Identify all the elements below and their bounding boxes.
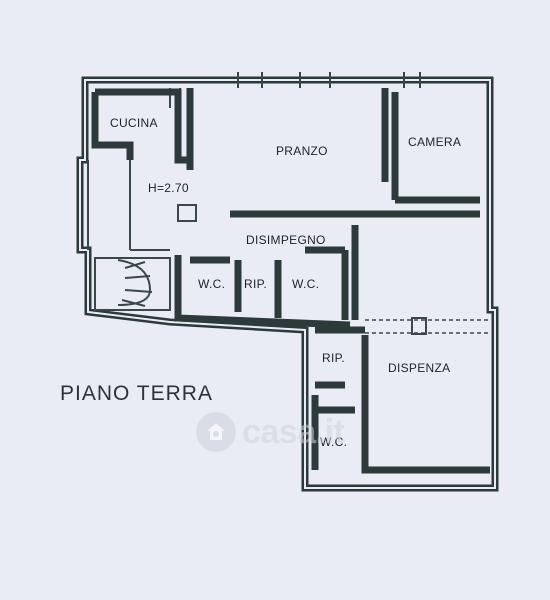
pillar	[177, 204, 197, 222]
label-wc-2: W.C.	[292, 277, 319, 291]
label-dispenza: DISPENZA	[388, 361, 450, 375]
label-disimpegno: DISIMPEGNO	[246, 233, 326, 247]
watermark-text: casa.it	[242, 412, 345, 451]
label-wc-1: W.C.	[198, 277, 225, 291]
floor-title: PIANO TERRA	[60, 382, 213, 405]
label-pranzo: PRANZO	[276, 144, 328, 158]
label-wc-3: W.C.	[320, 435, 347, 449]
label-cucina: CUCINA	[110, 116, 158, 130]
staircase	[94, 257, 171, 311]
door-dispenza	[411, 317, 427, 335]
label-rip-1: RIP.	[244, 277, 267, 291]
wall-dispenza	[311, 225, 490, 474]
label-camera: CAMERA	[408, 135, 461, 149]
wall-wc-block	[174, 246, 351, 329]
watermark: casa.it	[196, 412, 345, 452]
wall-cucina	[91, 88, 190, 164]
wall-stair	[87, 160, 170, 251]
passage-dashed	[365, 319, 490, 334]
label-rip-2: RIP.	[322, 351, 345, 365]
label-height: H=2.70	[148, 181, 189, 195]
wall-pranzo-camera	[381, 88, 399, 200]
outer-wall-inner-line	[79, 79, 496, 489]
house-icon	[196, 412, 236, 452]
